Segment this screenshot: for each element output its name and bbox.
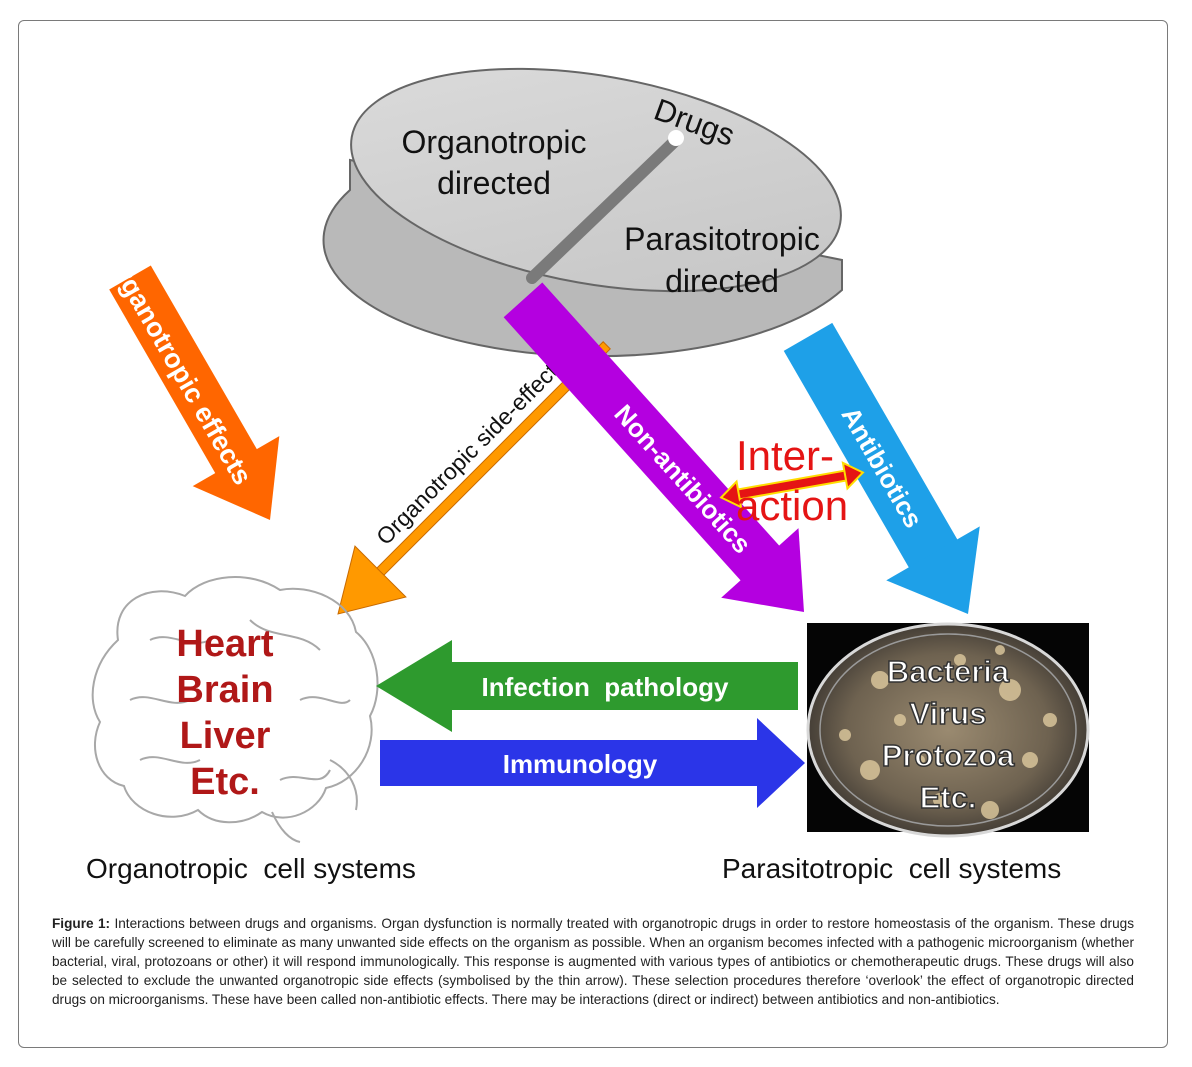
organ-heart: Heart (176, 623, 273, 665)
petri-dish-image: Bacteria Virus Protozoa Etc. (806, 622, 1090, 838)
organ-brain: Brain (176, 669, 273, 711)
immunology-arrow: Immunology (380, 718, 805, 808)
interaction-label-line2: action (736, 482, 848, 529)
figure-caption: Figure 1: Interactions between drugs and… (52, 914, 1134, 1009)
pill-bottom-line1: Parasitotropic (624, 221, 820, 257)
organ-etc: Etc. (190, 761, 260, 803)
microbe-etc: Etc. (920, 780, 977, 815)
interaction-arrow: Inter- action (719, 432, 865, 529)
pill-top-line1: Organotropic (402, 124, 587, 160)
parasitotropic-systems-label: Parasitotropic cell systems (722, 853, 1062, 884)
pill-top-line2: directed (437, 165, 551, 201)
pill-score-line (526, 134, 682, 284)
pill-score-dot (668, 130, 684, 146)
drug-pill: Organotropic directed Parasitotropic dir… (322, 67, 843, 358)
immunology-label: Immunology (503, 749, 658, 779)
non-antibiotics-label: Non-antibiotics (608, 399, 757, 560)
interaction-label-line1: Inter- (736, 432, 834, 479)
caption-text: Interactions between drugs and organisms… (52, 916, 1134, 1007)
infection-pathology-arrow: Infection pathology (376, 640, 798, 732)
infection-pathology-label: Infection pathology (482, 672, 730, 702)
organotropic-side-effects-label: Organotropic side-effects (371, 350, 571, 550)
organotropic-effects-arrow: Organotropic effects (99, 245, 280, 520)
microbe-protozoa: Protozoa (882, 738, 1015, 773)
pill-face (350, 67, 842, 293)
microbe-bacteria: Bacteria (887, 654, 1010, 689)
caption-label: Figure 1: (52, 916, 111, 931)
organotropic-effects-label: Organotropic effects (99, 245, 258, 490)
brain-illustration (91, 576, 379, 843)
pill-bottom-line2: directed (665, 263, 779, 299)
organotropic-systems-label: Organotropic cell systems (86, 853, 416, 884)
microbe-virus: Virus (910, 696, 987, 731)
organ-liver: Liver (180, 715, 271, 757)
